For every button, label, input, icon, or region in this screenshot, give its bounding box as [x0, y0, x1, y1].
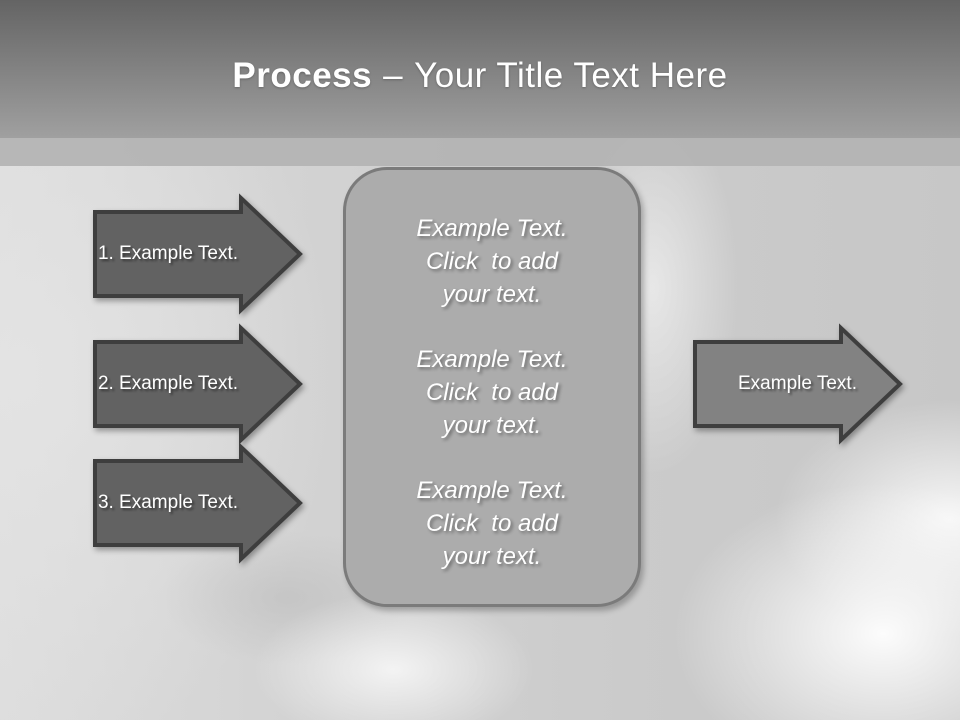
title-keyword: Process: [232, 56, 373, 95]
slide-title[interactable]: Process–Your Title Text Here: [232, 56, 727, 96]
detail-panel[interactable]: Example Text. Click to add your text. Ex…: [343, 167, 641, 607]
title-separator: –: [383, 56, 404, 95]
right-arrow-shape: [93, 442, 303, 564]
panel-text-block[interactable]: Example Text. Click to add your text.: [416, 214, 568, 308]
right-arrow-shape: [693, 323, 903, 445]
right-arrow-shape: [93, 323, 303, 445]
process-step-3-arrow[interactable]: 3. Example Text.: [93, 442, 303, 564]
process-step-2-arrow[interactable]: 2. Example Text.: [93, 323, 303, 445]
output-arrow-label: Example Text.: [738, 373, 857, 394]
panel-text-block[interactable]: Example Text. Click to add your text.: [416, 345, 568, 439]
step-label: 1. Example Text.: [97, 243, 239, 264]
right-arrow-shape: [93, 193, 303, 315]
step-label: 2. Example Text.: [97, 373, 239, 394]
process-step-1-arrow[interactable]: 1. Example Text.: [93, 193, 303, 315]
output-arrow[interactable]: Example Text.: [693, 323, 903, 445]
header-accent-band: [0, 138, 960, 166]
title-bar: Process–Your Title Text Here: [0, 0, 960, 138]
panel-text-block[interactable]: Example Text. Click to add your text.: [416, 476, 568, 570]
step-label: 3. Example Text.: [97, 492, 239, 513]
title-text: Your Title Text Here: [414, 56, 728, 95]
